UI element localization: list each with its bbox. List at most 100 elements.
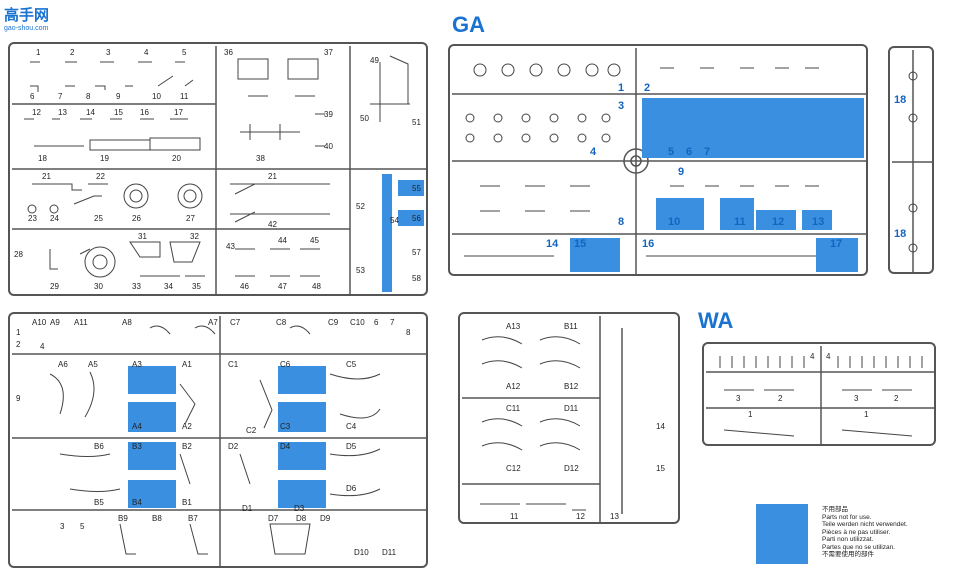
part-label: A13 <box>506 322 521 331</box>
unused-part-13 <box>802 210 832 230</box>
part-label: 10 <box>668 216 681 228</box>
part-label: 2 <box>70 48 75 57</box>
part-label: C10 <box>350 318 365 327</box>
part-label: B5 <box>94 498 104 507</box>
part-label: B6 <box>94 442 104 451</box>
part-label: 11 <box>734 216 746 228</box>
legend-text: 不用部品 Parts not for use. Teile werden nic… <box>822 506 908 559</box>
sprue-middle: A13 B11 A12 B12 C11 D11 C12 D12 11 12 13… <box>458 312 680 524</box>
part-label: 13 <box>58 108 67 117</box>
part-label: 56 <box>412 214 421 223</box>
part-label: 18 <box>894 94 907 106</box>
sprue-ga: 1 2 3 4 5 6 7 8 9 10 11 12 13 14 15 16 1… <box>448 44 868 276</box>
legend-line: Parts not for use. <box>822 513 872 521</box>
unused-part-d3 <box>278 480 326 508</box>
unused-part-10 <box>656 198 704 230</box>
part-label: 4 <box>590 146 597 158</box>
part-label: B11 <box>564 322 578 331</box>
part-label: B12 <box>564 382 579 391</box>
part-label: A10 <box>32 318 47 327</box>
part-label: D5 <box>346 442 357 451</box>
part-label: 6 <box>686 146 693 158</box>
part-label: 5 <box>80 522 85 531</box>
part-label: 15 <box>656 464 665 473</box>
part-label: 6 <box>30 92 35 101</box>
part-label: 3 <box>106 48 111 57</box>
part-label: 15 <box>574 238 587 250</box>
part-label: 46 <box>240 282 249 291</box>
part-label: 53 <box>356 266 365 275</box>
part-label: 9 <box>16 394 21 403</box>
part-label: 23 <box>28 214 37 223</box>
part-label: B3 <box>132 442 142 451</box>
part-label: C1 <box>228 360 239 369</box>
part-label: 9 <box>116 92 121 101</box>
part-label: 50 <box>360 114 369 123</box>
part-label: A8 <box>122 318 132 327</box>
legend-line: Parti non utilizzat. <box>822 536 874 543</box>
part-label: 22 <box>96 172 105 181</box>
part-label: 48 <box>312 282 321 291</box>
unused-part-15 <box>570 238 620 272</box>
part-label: 1 <box>864 410 869 419</box>
part-label: 14 <box>546 238 559 250</box>
part-label: 2 <box>644 82 651 94</box>
legend-line: Teile werden nicht verwendet. <box>822 521 908 528</box>
part-label: 3 <box>60 522 65 531</box>
part-label: 1 <box>36 48 41 57</box>
part-label: B9 <box>118 514 128 523</box>
part-label: B1 <box>182 498 192 507</box>
part-label: 16 <box>642 238 655 250</box>
part-label: D7 <box>268 514 279 523</box>
part-label: 55 <box>412 184 421 193</box>
part-label: 11 <box>510 512 519 521</box>
part-label: 11 <box>180 92 189 101</box>
part-label: 18 <box>38 154 47 163</box>
part-label: 6 <box>374 318 379 327</box>
part-label: A7 <box>208 318 218 327</box>
part-label: 36 <box>224 48 233 57</box>
sprue-ga-runners <box>452 48 868 276</box>
part-label: D9 <box>320 514 331 523</box>
part-label: 58 <box>412 274 421 283</box>
watermark-brand: 高手网 <box>4 7 50 24</box>
sprue-top-left-runners <box>12 46 428 296</box>
part-label: 51 <box>412 118 421 127</box>
part-label: D3 <box>294 504 305 513</box>
part-label: 44 <box>278 236 287 245</box>
part-label: 4 <box>810 352 815 361</box>
part-label: 49 <box>370 56 379 65</box>
part-label: D8 <box>296 514 307 523</box>
part-label: D1 <box>242 504 253 513</box>
part-label: 31 <box>138 232 147 241</box>
part-label: 43 <box>226 242 235 251</box>
part-label: D4 <box>280 442 291 451</box>
part-label: C7 <box>230 318 241 327</box>
part-label: A2 <box>182 422 192 431</box>
part-label: 4 <box>826 352 831 361</box>
legend-line: 不需要使用的部件 <box>822 551 874 558</box>
part-label: 17 <box>174 108 183 117</box>
part-label: 35 <box>192 282 201 291</box>
part-label: B4 <box>132 498 142 507</box>
sprue-wa-runners <box>706 346 936 446</box>
part-label: C11 <box>506 404 521 413</box>
sprue-middle-runners <box>462 316 623 524</box>
part-label: A1 <box>182 360 192 369</box>
part-label: 42 <box>268 220 277 229</box>
part-label: 8 <box>406 328 411 337</box>
sprue-ga-side-runners <box>892 50 934 274</box>
part-label: 37 <box>324 48 333 57</box>
part-label: 12 <box>576 512 585 521</box>
part-label: 30 <box>94 282 103 291</box>
part-label: 26 <box>132 214 141 223</box>
legend-line: Partes que no se utilizan. <box>822 543 895 551</box>
part-label: 21 <box>42 172 51 181</box>
part-label: 34 <box>164 282 173 291</box>
part-label: 3 <box>618 100 625 112</box>
unused-part-12 <box>756 210 796 230</box>
part-label: 39 <box>324 110 333 119</box>
part-label: D6 <box>346 484 357 493</box>
part-label: 3 <box>854 394 859 403</box>
unused-parts-5-7 <box>642 98 864 158</box>
